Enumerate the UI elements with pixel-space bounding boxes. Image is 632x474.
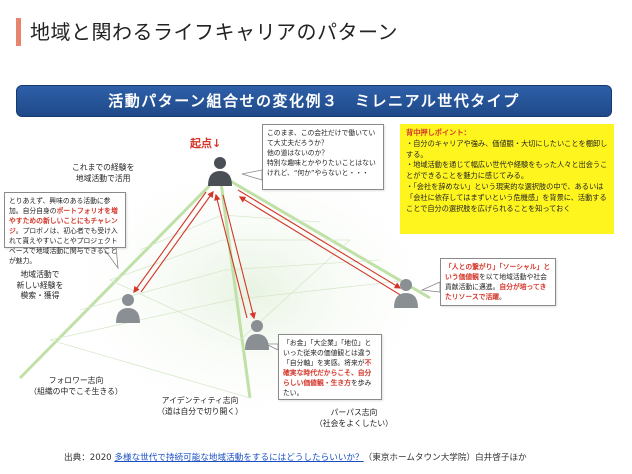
bubble-top-line: 特別な趣味とかやりたいことはないけれど、“何か”やらないと・・・ (267, 159, 376, 177)
footer-suffix: （東京ホームタウン大学院）白井啓子ほか (363, 453, 527, 463)
bubble-right-highlight: 「人との繋がり」「ソーシャル」という価値観 (445, 263, 551, 281)
person-follower-icon (116, 294, 140, 323)
arrow-origin-to-bottom (222, 194, 256, 320)
new-experience-label: 地域活動で 新しい経験を 模索・獲得 (4, 270, 76, 302)
push-points-heading: 背中押しポイント： (406, 128, 471, 137)
bubble-top: このまま、この会社だけで働いていて大丈夫だろうか？ 他の道はないのか？ 特別な趣… (262, 124, 384, 190)
axis-identity-line (218, 174, 252, 399)
experience-label-line: 地域活動で活用 (75, 173, 131, 183)
bubble-right: 「人との繋がり」「ソーシャル」という価値観を以て地域活動や社会貢献活動に邁進。自… (440, 258, 556, 306)
bubble-right-highlight: 自分が培ってきたリソースで活躍 (445, 283, 547, 301)
axis-follower-title: フォロワー志向 (48, 376, 104, 385)
bubble-right-text: 。 (499, 293, 506, 301)
push-point-item: ・地域活動を通じて幅広い世代や経験をもった人々と出会うことができることを魅力に感… (406, 160, 608, 181)
arrow-origin-to-right (237, 189, 402, 289)
arrow-left-to-origin (140, 190, 214, 293)
grid-line (49, 339, 251, 399)
title-accent-bar (16, 18, 21, 46)
axis-purpose-title: パーパス志向 (330, 408, 378, 417)
axis-identity-subtitle: （道は自分で切り開く） (157, 406, 243, 416)
bubble-left-text: 。プロボノは、初心者でも受け入れて貰えやすいことやプロジェクトベースで地域活動に… (9, 227, 118, 265)
grid-line (109, 239, 350, 281)
experience-label-line: これまでの経験を (72, 163, 135, 172)
experience-label: これまでの経験を 地域活動で活用 (72, 163, 134, 184)
new-experience-label-line: 模索・獲得 (20, 291, 60, 300)
banner: 活動パターン組合せの変化例３ ミレニアル世代タイプ (16, 85, 612, 117)
person-purpose-icon (394, 279, 418, 308)
grid-line (49, 279, 411, 341)
bubble-bottom: 「お金」「大企業」「地位」といった従来の価値観とは違う「自分軸」を実感。将来が不… (278, 334, 382, 400)
footer-citation: 出典：2020 多様な世代で持続可能な地域活動をするにはどうしたらいいか？（東京… (64, 451, 527, 463)
axis-purpose-subtitle: （社会をよくしたい） (315, 418, 393, 428)
push-point-item: ・自分のキャリアや強み、価値観・大切にしたいことを棚卸しする。 (406, 138, 608, 159)
axis-follower-subtitle: （組織の中でこそ生きる） (29, 386, 123, 396)
origin-label: 起点↓ (190, 137, 222, 150)
bubble-left-text: とりあえず、興味のある活動に参加。自分自身の (9, 197, 111, 215)
arrow-right-to-origin (238, 196, 403, 297)
bubble-left: とりあえず、興味のある活動に参加。自分自身のポートフォリオを増やすための新しいこ… (4, 192, 126, 265)
arrow-origin-to-left (133, 191, 207, 294)
axis-purpose-line (219, 173, 431, 300)
grid-line (109, 239, 351, 341)
page-title: 地域と関わるライフキャリアのパターン (30, 20, 398, 44)
bubble-top-line: 他の道はないのか？ (267, 149, 329, 157)
axis-purpose-label: パーパス志向 （社会をよくしたい） (312, 408, 396, 429)
push-point-item: ・「会社を辞めない」という現実的な選択肢の中で、あるいは「会社に依存してはまずい… (406, 181, 607, 213)
bubble-top-line: このまま、この会社だけで働いていて大丈夫だろうか？ (267, 129, 376, 147)
axis-follower-label: フォロワー志向 （組織の中でこそ生きる） (26, 376, 126, 397)
bubble-right-text: を以て地域活動や社会貢献活動に邁進。 (445, 273, 547, 291)
arrow-bottom-to-origin (214, 193, 248, 319)
axis-identity-title: アイデンティティ志向 (161, 396, 239, 405)
axis-identity-label: アイデンティティ志向 （道は自分で切り開く） (150, 396, 250, 417)
footer-prefix: 出典：2020 (64, 453, 115, 463)
bubble-bottom-text: を歩みたい。 (283, 379, 372, 397)
new-experience-label-line: 地域活動で (20, 270, 60, 279)
bubble-bottom-highlight: 不確実な時代だからこそ、自分らしい価値観・生き方 (283, 359, 372, 387)
new-experience-label-line: 新しい経験を (16, 280, 64, 290)
person-origin-icon (208, 157, 232, 186)
person-identity-icon (245, 320, 269, 350)
bubble-left-highlight: ポートフォリオを増やすための新しいことにもチャレンジ (9, 207, 118, 235)
push-points-box: 背中押しポイント： ・自分のキャリアや強み、価値観・大切にしたいことを棚卸しする… (400, 124, 614, 234)
bubble-bottom-text: 「お金」「大企業」「地位」といった従来の価値観とは違う「自分軸」を実感。将来が (283, 339, 372, 367)
footer-source-link[interactable]: 多様な世代で持続可能な地域活動をするにはどうしたらいいか？ (114, 453, 364, 463)
